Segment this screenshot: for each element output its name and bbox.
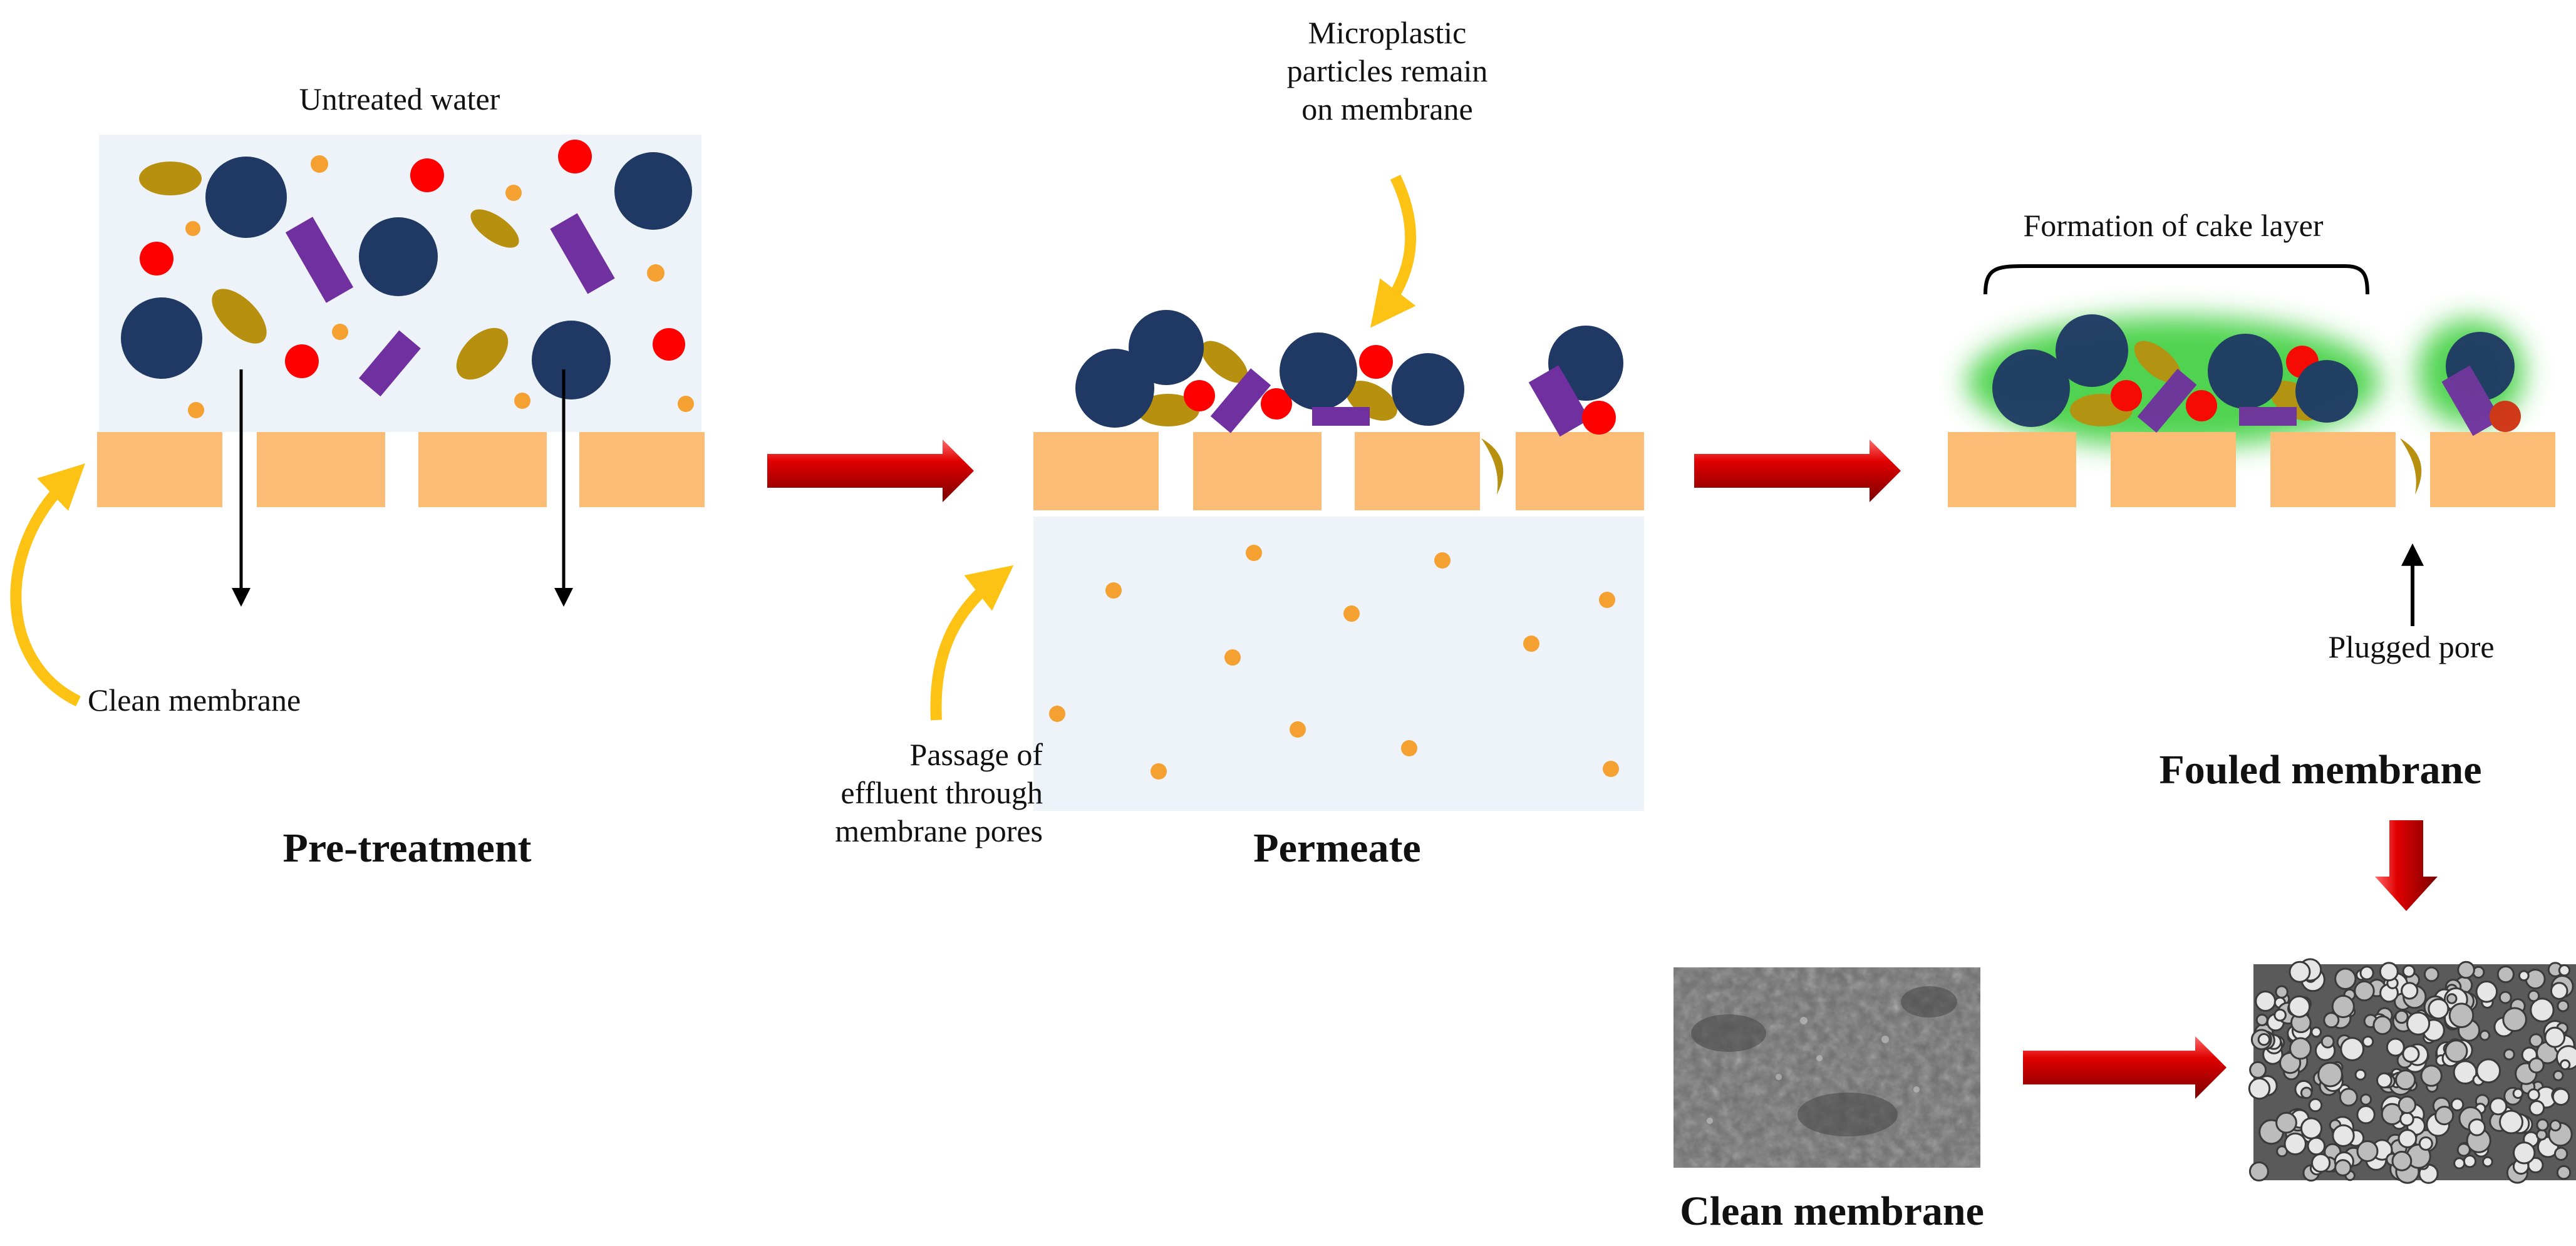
yellow-curved-arrow-icon [10, 463, 85, 707]
permeate-box [1033, 517, 1644, 811]
panel-permeate [930, 175, 1644, 811]
plugged-pore-label: Plugged pore [2328, 629, 2495, 664]
microplastic-remain-label: Microplastic particles remain on membran… [1286, 15, 1488, 126]
red-3d-arrow-icon [1694, 440, 1901, 502]
fouled-membrane [1948, 432, 2555, 507]
untreated-water-label: Untreated water [299, 81, 500, 116]
particles-cake [1992, 314, 2521, 436]
sem-fouled-membrane-image [2248, 958, 2576, 1184]
plugged-particle [1481, 438, 1504, 495]
particles-retained [1075, 310, 1623, 437]
yellow-curved-arrow-icon [1370, 175, 1417, 328]
fouled-membrane-label: Fouled membrane [2159, 747, 2482, 793]
panel-fouled-membrane [1948, 264, 2555, 911]
sem-clean-membrane-image [1673, 967, 1980, 1168]
permeate-dots [1049, 545, 1619, 780]
permeate-label: Permeate [1253, 825, 1421, 871]
clean-membrane [97, 432, 705, 507]
red-3d-arrow-down-icon [2375, 820, 2438, 911]
clean-membrane-arrow-label: Clean membrane [88, 682, 301, 718]
passage-effluent-label: Passage of effluent through membrane por… [835, 737, 1043, 848]
yellow-curved-arrow-icon [930, 565, 1014, 721]
red-3d-arrow-icon [767, 440, 974, 502]
cake-layer-label: Formation of cake layer [2023, 208, 2324, 243]
cake-layer-bracket [1984, 264, 2369, 295]
particles-untreated [121, 140, 694, 418]
clean-membrane-sem-label: Clean membrane [1680, 1188, 1984, 1234]
red-3d-arrow-icon [2023, 1036, 2227, 1099]
membrane-with-particles [1033, 432, 1644, 510]
pre-treatment-label: Pre-treatment [282, 825, 532, 871]
panel-pre-treatment [10, 135, 705, 707]
plugged-particle [2400, 438, 2422, 495]
